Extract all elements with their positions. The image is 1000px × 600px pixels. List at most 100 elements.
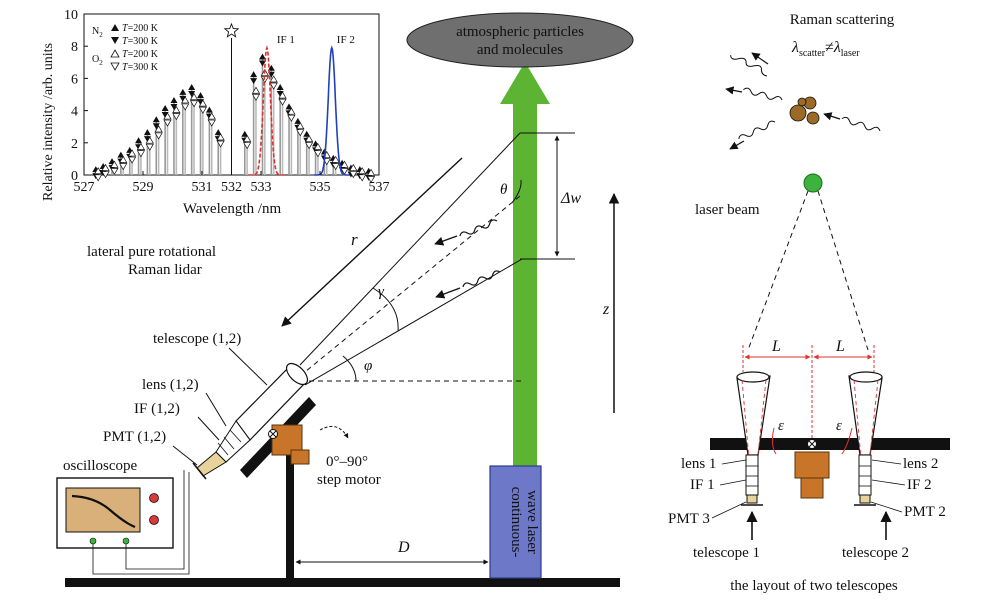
marker-o2-300-1 [101, 171, 110, 179]
x-axis-label: Wavelength /nm [183, 201, 282, 217]
z-axis-label: z [602, 301, 610, 318]
delta-w-label: Δw [560, 190, 581, 207]
marker-o2-200-23 [313, 142, 323, 150]
marker-n2-300-9 [170, 103, 178, 110]
fov-upper-line [299, 132, 521, 366]
spectrum-lines [95, 57, 372, 175]
marker-n2-200-9 [170, 96, 178, 103]
marker-o2-200-13 [207, 112, 216, 120]
y-tick-label-1: 2 [71, 137, 78, 152]
marker-o2-200-25 [331, 155, 340, 163]
molecule-atom-1 [789, 104, 807, 122]
if-leader [197, 416, 220, 441]
marker-n2-300-7 [152, 123, 160, 130]
marker-n2-200-5 [135, 137, 143, 144]
laser-spot [803, 173, 823, 193]
y-tick-label-0: 0 [71, 169, 78, 184]
marker-o2-200-4 [127, 149, 137, 157]
marker-n2-200-11 [188, 84, 196, 91]
marker-o2-300-19 [278, 98, 287, 106]
telescope-leader [228, 347, 268, 386]
marker-o2-200-28 [358, 167, 367, 175]
marker-o2-300-7 [154, 132, 163, 140]
marker-o2-200-18 [269, 75, 278, 83]
marker-o2-300-29 [366, 176, 376, 184]
marker-o2-200-3 [119, 155, 128, 163]
telescope-label: telescope (1,2) [153, 331, 241, 347]
epsilon-label-left: ε [778, 418, 784, 434]
epsilon-arc-right [841, 427, 853, 455]
marker-o2-200-6 [145, 136, 154, 144]
range-r-label: r [351, 230, 358, 249]
layout-caption: the layout of two telescopes [730, 578, 898, 594]
legend-o2: O2 [92, 54, 103, 67]
lens-leader [205, 392, 227, 427]
pmt3-label: PMT 3 [668, 511, 710, 527]
laser-beam-arrowhead [500, 62, 550, 104]
x-tick-label-2: 531 [192, 180, 213, 195]
y-tick-label-5: 10 [64, 8, 78, 23]
marker-n2-200-13 [205, 106, 213, 113]
marker-n2-200-16 [250, 71, 258, 78]
laser-label-line1: continuous- [508, 487, 524, 558]
scatter-arrow-1 [751, 52, 769, 65]
marker-o2-200-21 [296, 122, 305, 130]
center-motor-shaft [800, 477, 824, 499]
gamma-label: γ [378, 284, 385, 300]
marker-n2-200-8 [161, 104, 169, 111]
continuous-wave-laser [489, 465, 542, 579]
scattering-molecule [789, 96, 820, 125]
telescope-1 [736, 371, 777, 506]
marker-n2-300-11 [188, 91, 196, 98]
pmt-leader [172, 445, 198, 466]
incident-wave [841, 116, 881, 132]
marker-o2-300-23 [313, 150, 323, 158]
scatter-arrow-3 [729, 140, 745, 150]
x-tick-label-3: 532 [221, 180, 242, 195]
phi-label: φ [364, 358, 372, 374]
scatter-arrow-2 [725, 86, 743, 95]
marker-n2-200-14 [214, 129, 222, 136]
telescope-stand [286, 452, 294, 580]
return-light-wave-1 [459, 219, 498, 237]
legend-marker-down-open [110, 62, 120, 71]
marker-o2-300-9 [172, 113, 181, 121]
marker-o2-300-10 [181, 103, 190, 111]
marker-n2-200-7 [152, 116, 160, 123]
scatter-wave-3 [738, 120, 776, 140]
marker-n2-300-17 [258, 60, 266, 67]
lens-label: lens (1,2) [142, 377, 199, 393]
marker-o2-300-26 [340, 167, 349, 176]
range-r-arrow [281, 157, 463, 327]
marker-o2-200-22 [304, 134, 314, 142]
oscilloscope-button-2 [149, 515, 159, 525]
telescope-2 [841, 371, 883, 506]
marker-n2-200-15 [241, 130, 249, 137]
marker-o2-200-5 [136, 142, 146, 150]
marker-n2-200-19 [276, 84, 284, 91]
marker-o2-300-16 [251, 93, 261, 101]
x-tick-label-0: 527 [74, 180, 95, 195]
marker-n2-200-17 [258, 53, 266, 60]
marker-o2-300-20 [287, 114, 296, 122]
if1-filter-curve [249, 45, 285, 176]
if2-curve-label: IF 2 [337, 34, 355, 46]
legend-n2-200: T=200 K [122, 23, 159, 34]
legend-o2-200: T=200 K [122, 49, 159, 60]
marker-o2-300-14 [216, 140, 225, 148]
legend-marker-up-open [110, 49, 120, 58]
telescope-1-pmt [746, 494, 758, 504]
if2-label: IF 2 [907, 477, 932, 493]
raman-condition: λscatter≠λlaser [791, 39, 860, 59]
telescope-2-pmt [859, 494, 871, 504]
epsilon-arc-left [771, 427, 777, 455]
theta-label: θ [500, 182, 508, 198]
return-light-arrow-2 [435, 287, 461, 299]
x-tick-label-5: 535 [310, 180, 331, 195]
marker-n2-200-6 [143, 129, 151, 136]
marker-o2-200-19 [278, 91, 287, 99]
signal-cable-2 [125, 470, 185, 570]
